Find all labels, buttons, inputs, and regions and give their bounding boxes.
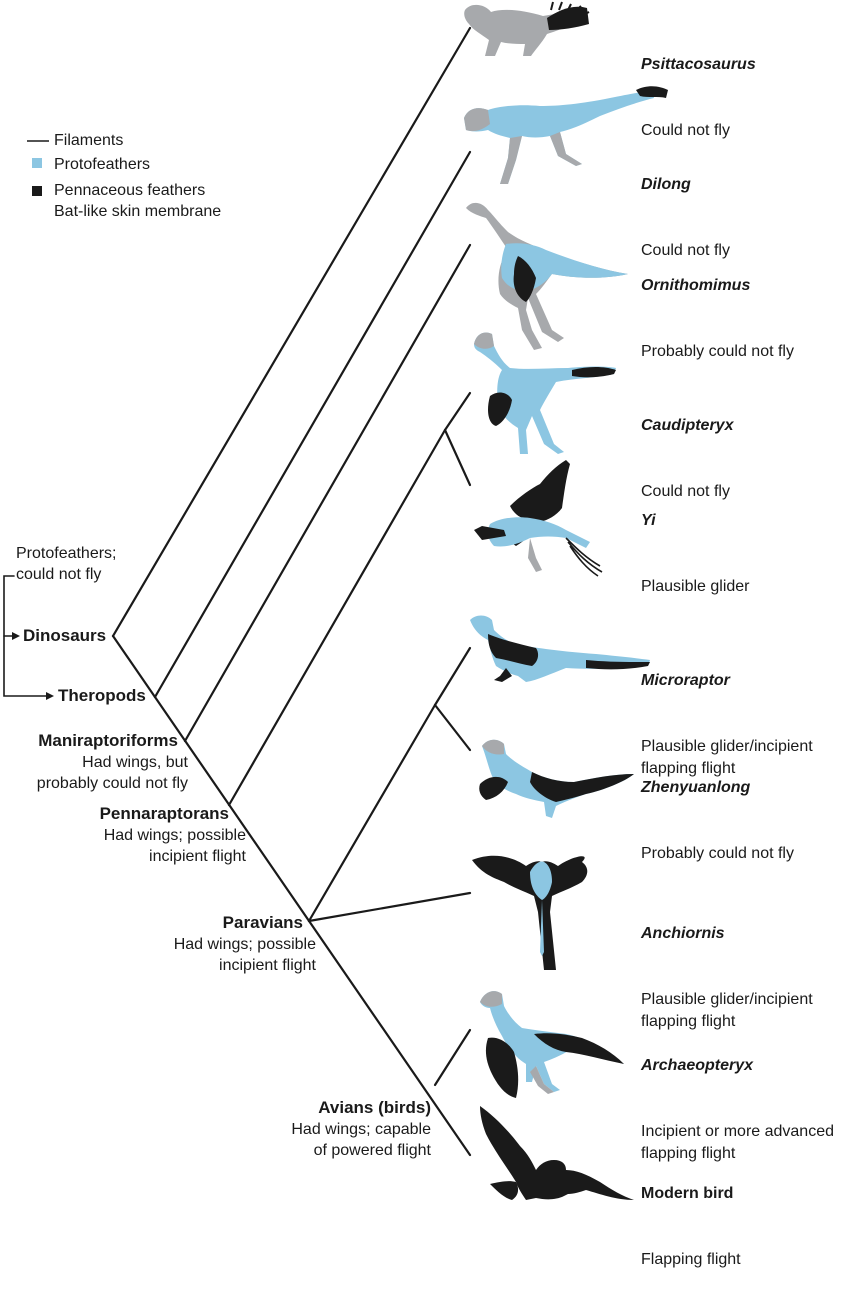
taxon-flight: Could not fly [641,242,730,259]
taxon-name: Ornithomimus [641,277,751,294]
taxon-flight: Incipient or more advanced flapping flig… [641,1123,834,1162]
node-caudipteryx-yi [443,391,472,432]
taxon-flight: Plausible glider/incipient flapping flig… [641,738,813,777]
branch-archaeopteryx [433,1028,472,1087]
legend-bat-skin-label: Bat-like skin membrane [54,203,222,220]
branch-psittacosaurus [111,26,472,638]
legend-protofeathers-label: Protofeathers [54,156,151,173]
archaeopteryx-silhouette [480,991,624,1098]
taxon-modern-bird: Modern bird Flapping flight [641,1139,741,1293]
modern-bird-silhouette [480,1106,634,1200]
node-avians-desc: Had wings; capable of powered flight [291,1121,431,1159]
taxon-name: Modern bird [641,1185,734,1202]
taxon-dilong: Dilong Could not fly [641,130,730,284]
branch-dilong [153,150,472,699]
node-pennaraptorans: Pennaraptorans [99,804,229,823]
arrowhead-theropods [46,692,54,700]
node-paravians: Paravians [222,913,303,932]
ornithomimus-silhouette [466,202,628,350]
root-note: Protofeathers; could not fly [16,545,117,583]
yi-silhouette [474,460,603,577]
node-maniraptoriforms-desc: Had wings, but probably could not fly [36,754,188,792]
branch-paravians-dromaeo [307,703,437,923]
legend-pennaceous-label: Pennaceous feathers [54,182,206,199]
taxon-name: Psittacosaurus [641,56,756,73]
legend-filaments-label: Filaments [54,132,124,149]
node-theropods: Theropods [58,686,146,705]
taxon-name: Dilong [641,176,691,193]
tree-lines [3,26,472,1157]
dilong-silhouette [464,86,668,184]
taxon-yi: Yi Plausible glider [641,466,750,620]
legend-protofeather-swatch [32,158,42,168]
taxon-psittacosaurus: Psittacosaurus Could not fly [641,10,756,164]
taxon-microraptor: Microraptor Plausible glider/incipient f… [641,626,813,802]
taxon-name: Zhenyuanlong [641,779,751,796]
taxon-name: Archaeopteryx [641,1057,754,1074]
taxon-archaeopteryx: Archaeopteryx Incipient or more advanced… [641,1011,834,1187]
taxon-flight: Plausible glider/incipient flapping flig… [641,991,813,1030]
node-paravians-desc: Had wings; possible incipient flight [173,936,316,974]
node-zhenyuanlong [433,703,472,752]
node-pennaraptorans-desc: Had wings; possible incipient flight [103,827,246,865]
node-maniraptoriforms: Maniraptoriforms [38,731,178,750]
arrowhead-dinosaurs [12,632,20,640]
node-microraptor [433,646,472,707]
psittacosaurus-silhouette [464,1,590,57]
taxon-anchiornis: Anchiornis Plausible glider/incipient fl… [641,879,813,1055]
taxon-flight: Could not fly [641,483,730,500]
taxon-zhenyuanlong: Zhenyuanlong Probably could not fly [641,733,794,887]
microraptor-silhouette [470,615,650,682]
taxon-name: Microraptor [641,672,730,689]
node-caudipteryx-yi-2 [443,428,472,487]
taxon-flight: Probably could not fly [641,343,794,360]
taxon-flight: Plausible glider [641,578,750,595]
branch-pennaraptorans [227,428,447,807]
anchiornis-silhouette [472,855,588,970]
cladogram [3,1,668,1200]
taxon-name: Yi [641,512,656,529]
branch-anchiornis [307,891,472,923]
spine-line [111,634,472,1157]
taxon-flight: Probably could not fly [641,845,794,862]
branch-ornithomimus [183,243,472,743]
taxon-flight: Flapping flight [641,1251,741,1268]
legend-pennaceous-swatch [32,186,42,196]
caudipteryx-silhouette [474,332,616,454]
node-avians: Avians (birds) [318,1098,431,1117]
arrowheads [12,632,54,700]
node-dinosaurs: Dinosaurs [23,626,107,645]
taxon-flight: Could not fly [641,122,730,139]
taxon-name: Caudipteryx [641,417,734,434]
taxon-name: Anchiornis [641,925,725,942]
taxon-caudipteryx: Caudipteryx Could not fly [641,371,733,525]
taxon-ornithomimus: Ornithomimus Probably could not fly [641,231,794,385]
zhenyuanlong-silhouette [479,739,634,818]
